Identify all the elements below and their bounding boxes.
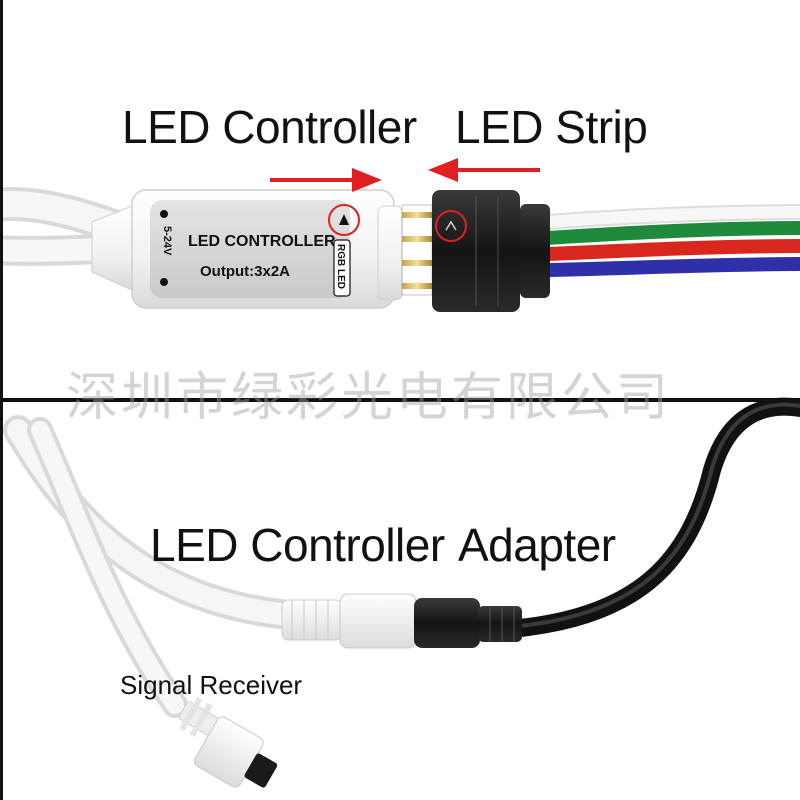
dc-female-plug bbox=[281, 593, 417, 649]
voltage-dot-icon bbox=[160, 210, 168, 218]
led-controller-device: LED CONTROLLER Output:3x2A 5-24V RGB LED bbox=[91, 189, 403, 309]
dc-male-plug bbox=[414, 598, 522, 648]
led-controller-label-bottom: LED Controller bbox=[150, 519, 445, 571]
signal-receiver-plug bbox=[178, 696, 278, 788]
triangle-up-icon bbox=[339, 214, 349, 225]
highlight-circle-icon bbox=[328, 204, 360, 236]
caret-icon bbox=[445, 220, 457, 231]
rgb-wires bbox=[547, 204, 800, 277]
device-voltage-text: 5-24V bbox=[161, 226, 173, 256]
signal-receiver-label: Signal Receiver bbox=[120, 670, 303, 700]
adapter-cable bbox=[511, 397, 800, 637]
led-controller-label: LED Controller bbox=[122, 101, 417, 153]
white-cables bbox=[3, 415, 305, 718]
arrow-left-icon bbox=[428, 158, 540, 182]
device-title-text: LED CONTROLLER bbox=[188, 233, 336, 250]
arrow-right-icon bbox=[270, 168, 382, 192]
highlight-circle-icon bbox=[435, 210, 467, 242]
adapter-label: Adapter bbox=[458, 519, 616, 571]
device-output-text: Output:3x2A bbox=[200, 263, 290, 280]
device-port-text: RGB LED bbox=[335, 244, 346, 289]
connector-pins bbox=[401, 204, 433, 296]
voltage-dot-icon bbox=[160, 278, 168, 286]
led-strip-connector bbox=[432, 190, 550, 312]
led-strip-label: LED Strip bbox=[455, 101, 648, 153]
panel-divider bbox=[0, 398, 800, 402]
